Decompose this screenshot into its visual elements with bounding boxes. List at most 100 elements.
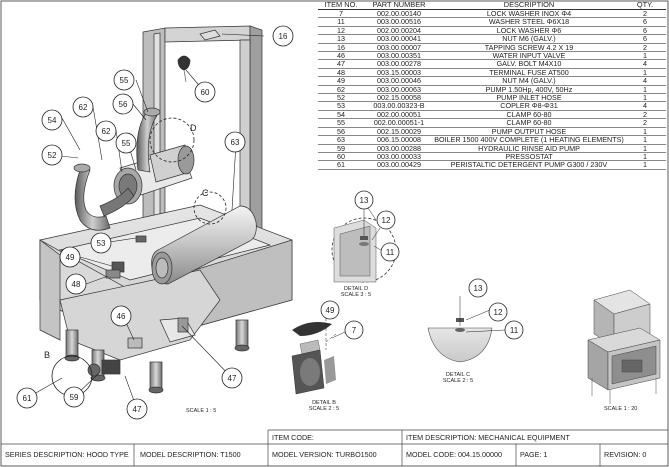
- callout-53: 53: [97, 239, 106, 248]
- bom-qty: 2: [624, 110, 666, 120]
- bom-item-no: 7: [318, 9, 364, 19]
- bom-description: CLAMP 60-80: [434, 110, 624, 120]
- item-code: ITEM CODE:: [272, 433, 314, 442]
- detail-d-title: DETAIL D: [344, 286, 368, 292]
- bom-description: TAPPING SCREW 4.2 X 19: [434, 43, 624, 53]
- bom-qty: 1: [624, 93, 666, 103]
- model-version: MODEL VERSION: TURBO1500: [272, 450, 377, 459]
- bom-qty: 1: [624, 85, 666, 95]
- bom-qty: 4: [624, 101, 666, 111]
- detail-b-view: 49 7 DETAIL B SCALE 2 : 5: [291, 300, 364, 412]
- main-assembly-view: [39, 25, 293, 394]
- detail-d-scale: SCALE 3 : 5: [341, 292, 371, 298]
- detail-c-callout-13: 13: [474, 284, 483, 293]
- bom-part-number: 002.00.00204: [364, 26, 434, 36]
- title-block-grid: [1, 429, 668, 466]
- callout-16: 16: [279, 32, 288, 41]
- bom-item-no: 61: [318, 160, 364, 170]
- bom-description: PUMP 1.50Hp, 400V, 50Hz: [434, 85, 624, 95]
- model-description: MODEL DESCRIPTION: T1500: [140, 450, 241, 459]
- bom-qty: 1: [624, 135, 666, 145]
- callout-56: 56: [119, 100, 128, 109]
- bom-item-no: 48: [318, 68, 364, 78]
- bom-qty: 1: [624, 127, 666, 137]
- bom-description: GALV. BOLT M4X10: [434, 59, 624, 69]
- bom-description: HYDRAULIC RINSE AID PUMP: [434, 144, 624, 153]
- bom-part-number: 003.00.00033: [364, 152, 434, 162]
- callout-60: 60: [201, 88, 210, 97]
- callout-62: 62: [102, 127, 111, 136]
- bom-description: PERISTALTIC DETERGENT PUMP G300 / 230V: [434, 160, 624, 170]
- detail-d-view: 13 12 11 DETAIL D SCALE 3 : 5: [331, 190, 400, 298]
- bom-header-description: DESCRIPTION: [434, 0, 624, 10]
- bom-item-no: 53: [318, 101, 364, 111]
- detail-b-callout-7: 7: [352, 326, 357, 335]
- bom-qty: 1: [624, 160, 666, 170]
- bom-part-number: 003.00.00351: [364, 51, 434, 61]
- revision: REVISION: 0: [604, 450, 647, 459]
- bom-header-qty: QTY.: [624, 0, 666, 10]
- bom-description: LOCK WASHER INOX Φ4: [434, 9, 624, 19]
- bom-part-number: 003.00.00516: [364, 17, 434, 27]
- bom-part-number: 002.15.00029: [364, 127, 434, 137]
- detail-letter-d: D: [190, 123, 197, 133]
- bom-item-no: 16: [318, 43, 364, 53]
- detail-c-scale: SCALE 2 : 5: [443, 378, 473, 384]
- bom-part-number: 006.15.00008: [364, 135, 434, 145]
- callout-55: 55: [120, 76, 129, 85]
- bom-part-number: 002.00.00140: [364, 9, 434, 19]
- bom-qty: 2: [624, 43, 666, 53]
- detail-d-callout-12: 12: [382, 216, 391, 225]
- bom-description: WASHER STEEL Φ6X18: [434, 17, 624, 27]
- callout-59: 59: [70, 393, 79, 402]
- bom-description: NUT M4 (GALV.): [434, 76, 624, 86]
- callout-63: 63: [231, 138, 240, 147]
- detail-b-callout-49: 49: [326, 306, 335, 315]
- bom-item-no: 56: [318, 127, 364, 137]
- detail-letter-c: C: [202, 188, 209, 198]
- bom-qty: 2: [624, 9, 666, 19]
- bom-description: PUMP OUTPUT HOSE: [434, 127, 624, 137]
- bom-description: TERMINAL FUSE AT500: [434, 68, 624, 78]
- callout-55b: 55: [122, 139, 131, 148]
- bom-part-number: 003.00.00429: [364, 160, 434, 170]
- bom-part-number: 003.00.00288: [364, 144, 434, 153]
- bom-description: WATER INPUT VALVE: [434, 51, 624, 61]
- bom-qty: 2: [624, 118, 666, 128]
- page-number: PAGE: 1: [520, 450, 548, 459]
- bom-header-row: ITEM NO. PART NUMBER DESCRIPTION QTY.: [318, 0, 666, 10]
- callout-46: 46: [117, 312, 126, 321]
- bom-header-item: ITEM NO.: [318, 0, 364, 10]
- callout-61: 61: [23, 394, 32, 403]
- bom-description: NUT M6 (GALV.): [434, 34, 624, 44]
- bom-qty: 1: [624, 144, 666, 153]
- title-block: ITEM CODE: ITEM DESCRIPTION: MECHANICAL …: [0, 430, 669, 467]
- main-scale: SCALE 1 : 5: [186, 408, 216, 414]
- bom-qty: 6: [624, 26, 666, 36]
- callout-bubbles: [16, 25, 294, 420]
- bom-description: BOILER 1500 400V COMPLETE (1 HEATING ELE…: [434, 135, 624, 145]
- bom-description: PRESSOSTAT: [434, 152, 624, 162]
- callout-48: 48: [72, 280, 81, 289]
- item-description: ITEM DESCRIPTION: MECHANICAL EQUIPMENT: [406, 433, 570, 442]
- detail-c-callout-12: 12: [494, 308, 503, 317]
- bom-item-no: 54: [318, 110, 364, 120]
- bom-item-no: 63: [318, 135, 364, 145]
